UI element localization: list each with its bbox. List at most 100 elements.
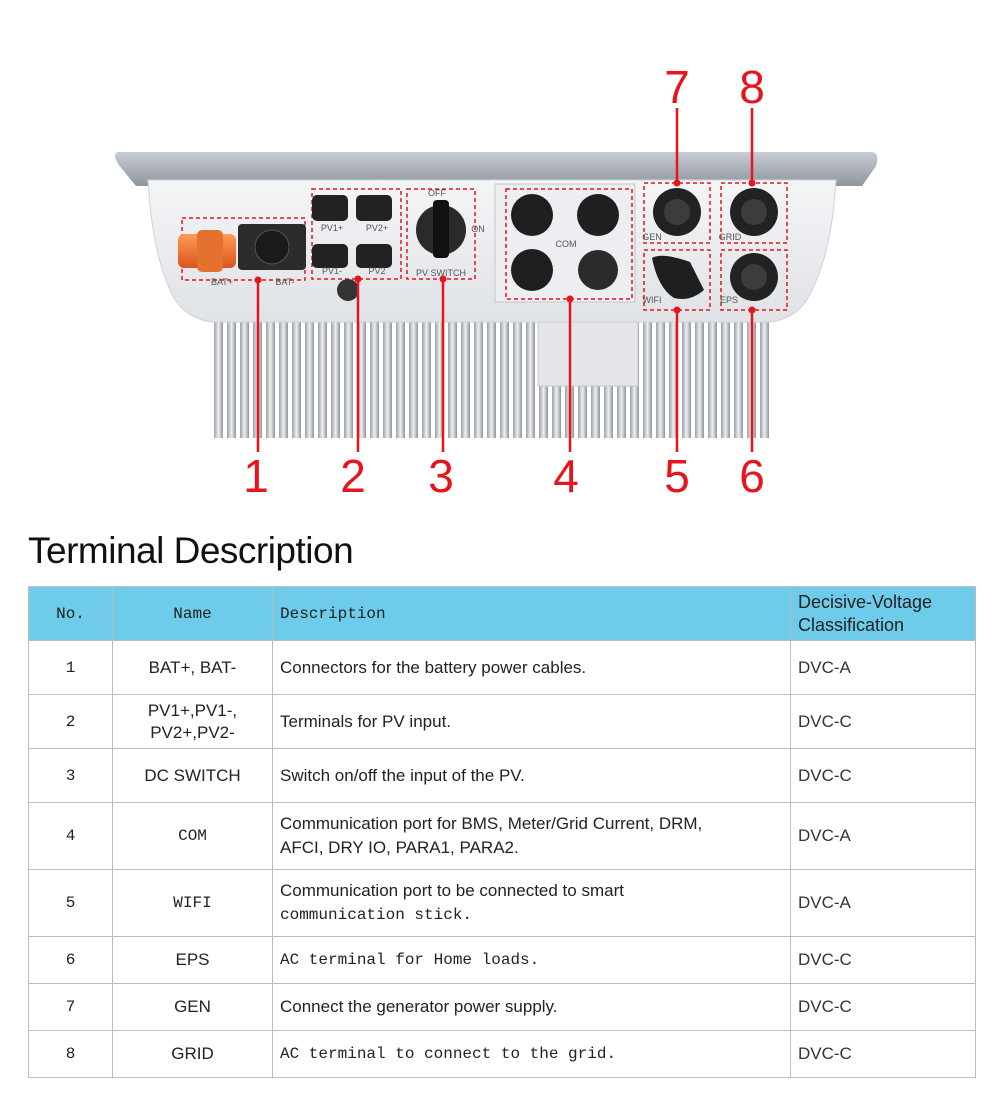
cell-description-line1: Communication port to be connected to sm… bbox=[280, 881, 624, 900]
com-label: COM bbox=[556, 239, 577, 249]
callout-1: 1 bbox=[243, 450, 269, 502]
grid-port: GRID bbox=[719, 182, 788, 244]
heat-sink bbox=[214, 318, 769, 438]
bat-neg-label: BAT- bbox=[275, 277, 294, 287]
table-row: 4 COM Communication port for BMS, Meter/… bbox=[28, 802, 976, 870]
pv1-neg-label: PV1- bbox=[322, 266, 342, 276]
col-header-name: Name bbox=[112, 586, 273, 641]
cell-dvc: DVC-A bbox=[790, 640, 976, 695]
eps-label: EPS bbox=[720, 295, 738, 305]
heat-sink-fin bbox=[370, 318, 379, 438]
cell-description: AC terminal to connect to the grid. bbox=[272, 1030, 791, 1078]
heat-sink-fin bbox=[721, 318, 730, 438]
table-row: 2 PV1+,PV1-, PV2+,PV2- Terminals for PV … bbox=[28, 694, 976, 749]
heat-sink-fin bbox=[448, 318, 457, 438]
heat-sink-fin bbox=[292, 318, 301, 438]
heat-sink-fin bbox=[487, 318, 496, 438]
heat-sink-fin bbox=[357, 318, 366, 438]
pv-switch-label: PV SWITCH bbox=[416, 268, 466, 278]
heat-sink-fin bbox=[331, 318, 340, 438]
bat-pos-label: BAT+ bbox=[211, 277, 233, 287]
cell-name: WIFI bbox=[112, 869, 273, 937]
cell-no: 1 bbox=[28, 640, 113, 695]
cell-name: PV1+,PV1-, PV2+,PV2- bbox=[112, 694, 273, 749]
cell-description: Communication port for BMS, Meter/Grid C… bbox=[272, 802, 791, 870]
heat-sink-fin bbox=[734, 318, 743, 438]
cell-name: EPS bbox=[112, 936, 273, 984]
heat-sink-fin bbox=[383, 318, 392, 438]
cell-description-line2: AFCI, DRY IO, PARA1, PARA2. bbox=[280, 838, 519, 857]
wifi-label: WIFI bbox=[643, 295, 662, 305]
pv2-pos-label: PV2+ bbox=[366, 223, 388, 233]
heat-sink-fin bbox=[656, 318, 665, 438]
heat-sink-fin bbox=[422, 318, 431, 438]
callout-6: 6 bbox=[739, 450, 765, 502]
table-row: 5 WIFI Communication port to be connecte… bbox=[28, 869, 976, 937]
cell-no: 2 bbox=[28, 694, 113, 749]
heat-sink-fin bbox=[643, 318, 652, 438]
pv-switch: OFF ON PV SWITCH bbox=[406, 188, 485, 280]
cell-name: GRID bbox=[112, 1030, 273, 1078]
pv1-pos-label: PV1+ bbox=[321, 223, 343, 233]
callout-8: 8 bbox=[739, 61, 765, 113]
cell-description: Switch on/off the input of the PV. bbox=[272, 748, 791, 803]
heat-sink-fin bbox=[500, 318, 509, 438]
terminal-table: No. Name Description Decisive-Voltage Cl… bbox=[28, 586, 976, 1078]
heat-sink-fin bbox=[669, 318, 678, 438]
heat-sink-fin bbox=[396, 318, 405, 438]
heat-sink-fin bbox=[279, 318, 288, 438]
cell-description: Connect the generator power supply. bbox=[272, 983, 791, 1031]
cell-name: BAT+, BAT- bbox=[112, 640, 273, 695]
cell-description-line1: Communication port for BMS, Meter/Grid C… bbox=[280, 814, 703, 833]
cell-dvc: DVC-C bbox=[790, 748, 976, 803]
cell-description: Connectors for the battery power cables. bbox=[272, 640, 791, 695]
cell-dvc: DVC-C bbox=[790, 936, 976, 984]
heat-sink-fin bbox=[344, 318, 353, 438]
heat-sink-fin bbox=[409, 318, 418, 438]
table-row: 6 EPS AC terminal for Home loads. DVC-C bbox=[28, 936, 976, 984]
leader-dots bbox=[254, 179, 756, 314]
com-ports: COM bbox=[494, 183, 636, 303]
callout-3: 3 bbox=[428, 450, 454, 502]
gen-port: GEN bbox=[642, 182, 711, 244]
cell-description: Terminals for PV input. bbox=[272, 694, 791, 749]
eps-port: EPS bbox=[720, 249, 788, 311]
cell-name: DC SWITCH bbox=[112, 748, 273, 803]
col-header-dvc: Decisive-Voltage Classification bbox=[790, 586, 976, 641]
heat-sink-fin bbox=[695, 318, 704, 438]
heat-sink-fin bbox=[513, 318, 522, 438]
callout-4: 4 bbox=[553, 450, 579, 502]
cell-dvc: DVC-C bbox=[790, 694, 976, 749]
heat-sink-fin bbox=[435, 318, 444, 438]
cell-description-line2: communication stick. bbox=[280, 906, 473, 924]
cell-name: GEN bbox=[112, 983, 273, 1031]
center-box bbox=[537, 317, 639, 387]
heat-sink-fin bbox=[214, 318, 223, 438]
callout-5: 5 bbox=[664, 450, 690, 502]
cell-no: 8 bbox=[28, 1030, 113, 1078]
cell-description: AC terminal for Home loads. bbox=[272, 936, 791, 984]
table-header-row: No. Name Description Decisive-Voltage Cl… bbox=[28, 586, 976, 641]
cell-name-line2: PV2+,PV2- bbox=[150, 722, 235, 742]
heat-sink-fin bbox=[526, 318, 535, 438]
wifi-port: WIFI bbox=[643, 249, 711, 311]
cell-name: COM bbox=[112, 802, 273, 870]
heat-sink-fin bbox=[708, 318, 717, 438]
section-title: Terminal Description bbox=[28, 530, 354, 571]
grid-label: GRID bbox=[719, 232, 742, 242]
gen-label: GEN bbox=[642, 232, 662, 242]
pv2-neg-label: PV2 bbox=[368, 266, 385, 276]
cell-no: 5 bbox=[28, 869, 113, 937]
heat-sink-fin bbox=[474, 318, 483, 438]
cell-name-line1: PV1+,PV1-, bbox=[147, 700, 238, 720]
cell-no: 7 bbox=[28, 983, 113, 1031]
on-label: ON bbox=[471, 224, 485, 234]
col-header-description: Description bbox=[272, 586, 791, 641]
inverter-lid bbox=[115, 152, 878, 186]
heat-sink-fin bbox=[760, 318, 769, 438]
inverter-terminal-figure: BAT+ BAT- PV1+ PV2+ PV1- PV2 OFF ON PV S… bbox=[115, 61, 878, 502]
cell-dvc: DVC-A bbox=[790, 802, 976, 870]
table-row: 1 BAT+, BAT- Connectors for the battery … bbox=[28, 640, 976, 695]
heat-sink-fin bbox=[461, 318, 470, 438]
battery-connectors: BAT+ BAT- bbox=[178, 217, 306, 287]
